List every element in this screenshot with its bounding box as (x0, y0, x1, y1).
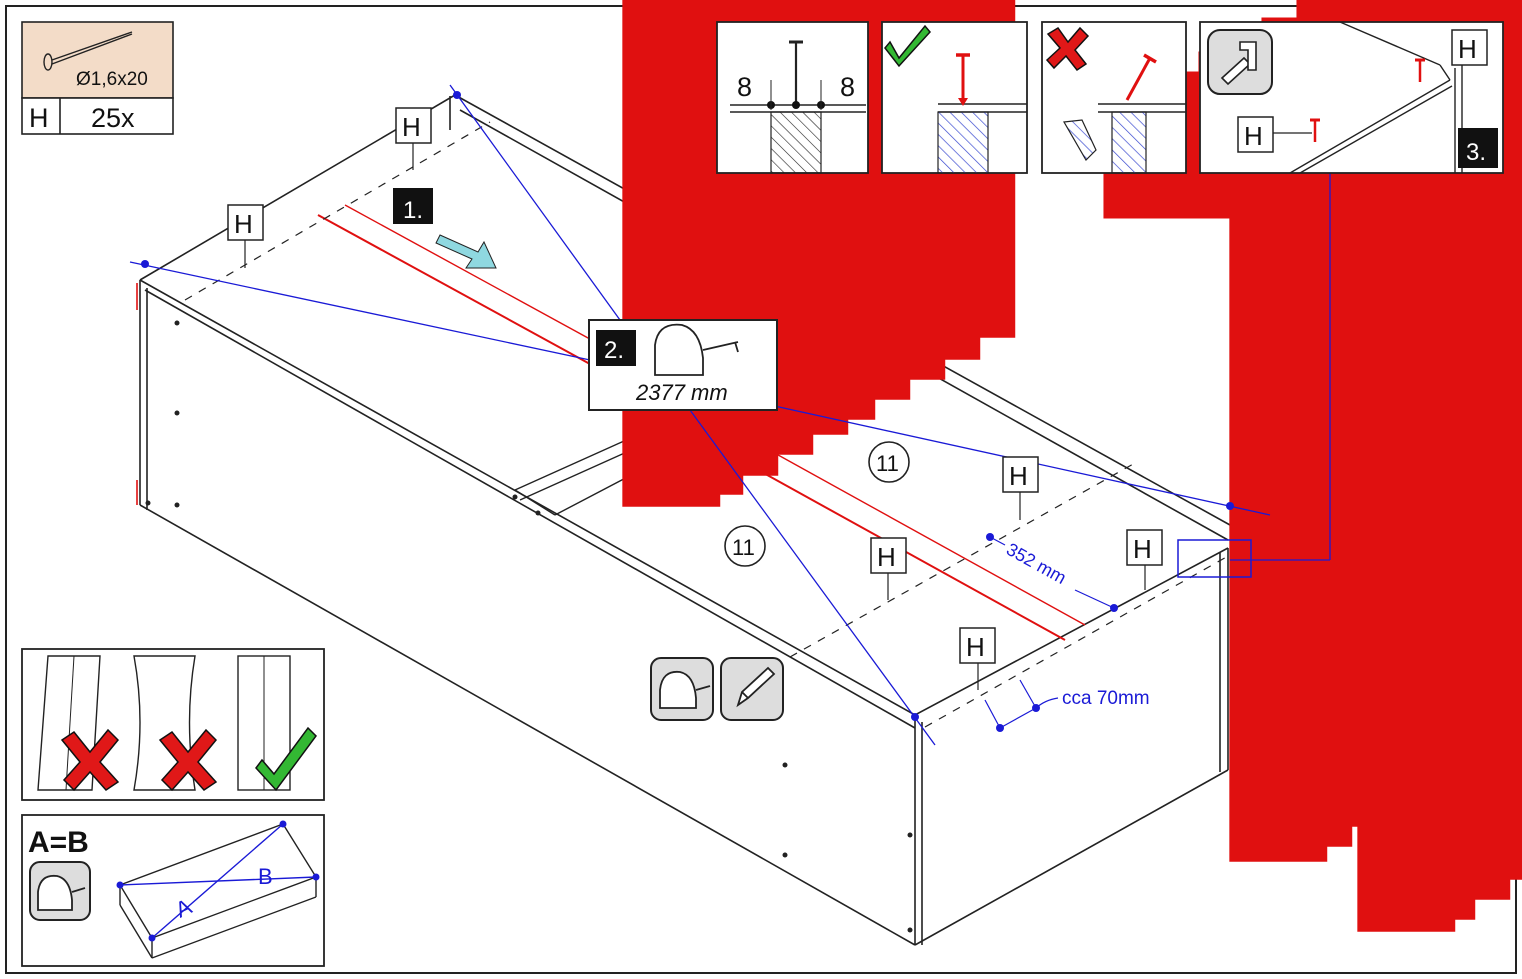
edge-distance-left: 8 (737, 72, 752, 102)
detail-callout-box (1177, 539, 1252, 578)
step3-nail-tag: H (1458, 34, 1477, 64)
part-number: 11 (876, 451, 899, 476)
nail-tag-h: H (402, 112, 421, 142)
detail-panel-step3 (1199, 21, 1504, 174)
hammer-icon (1207, 29, 1273, 95)
step-2-badge (596, 330, 636, 366)
detail-panel-wrong-nail (1041, 21, 1187, 174)
part-number-circles (724, 441, 910, 567)
cross-icon (60, 728, 120, 792)
detail-panel-correct-nail (881, 21, 1028, 174)
tape-measure-icon (654, 323, 739, 376)
nail-size-label: Ø1,6x20 (76, 69, 148, 90)
part-number: 11 (732, 535, 755, 560)
pencil-tool (720, 657, 784, 721)
screw-holes (145, 320, 913, 933)
cross-icon (1045, 26, 1090, 72)
nail-tag-h: H (966, 632, 985, 662)
panel-board-straightness (21, 648, 325, 801)
pencil-icon (736, 666, 776, 708)
arrow-icon (435, 234, 497, 269)
step-2-label: 2. (604, 337, 624, 364)
nail-tag-h: H (234, 209, 253, 239)
check-icon (255, 726, 317, 792)
diagonal-b-label: B (258, 864, 273, 889)
nail-tag-h: H (1009, 461, 1028, 491)
spacing-352-label: 352 mm (1003, 539, 1070, 588)
measure-total-label: 2377 mm (635, 380, 728, 405)
dimension-352 (984, 536, 1115, 729)
hardware-quantity-label: 25x (91, 103, 135, 133)
tape-measure-tool (29, 861, 91, 921)
cabinet-back-panel (139, 94, 1231, 946)
diagonal-guides (129, 84, 1331, 746)
check-icon (884, 24, 931, 68)
nail-tag-h: H (877, 542, 896, 572)
detail-panel-edge-distance (716, 21, 869, 174)
cross-icon (158, 728, 218, 792)
tape-measure-icon (37, 874, 73, 911)
step-1-label: 1. (403, 197, 423, 224)
nail-tag-h: H (1133, 534, 1152, 564)
nail-icon (43, 31, 133, 71)
edge-gap-label: cca 70mm (1062, 688, 1150, 709)
tape-measure-icon (659, 670, 697, 709)
step3-nail-tag: H (1244, 121, 1263, 151)
hardware-box (21, 21, 174, 135)
step-3-label: 3. (1466, 139, 1486, 166)
tape-measure-tool (650, 657, 714, 721)
hardware-code-label: H (29, 103, 49, 133)
edge-distance-right: 8 (840, 72, 855, 102)
panel-diagonal-check (21, 814, 325, 967)
diagonal-rule-label: A=B (28, 826, 89, 859)
step-1-badge (393, 188, 433, 224)
